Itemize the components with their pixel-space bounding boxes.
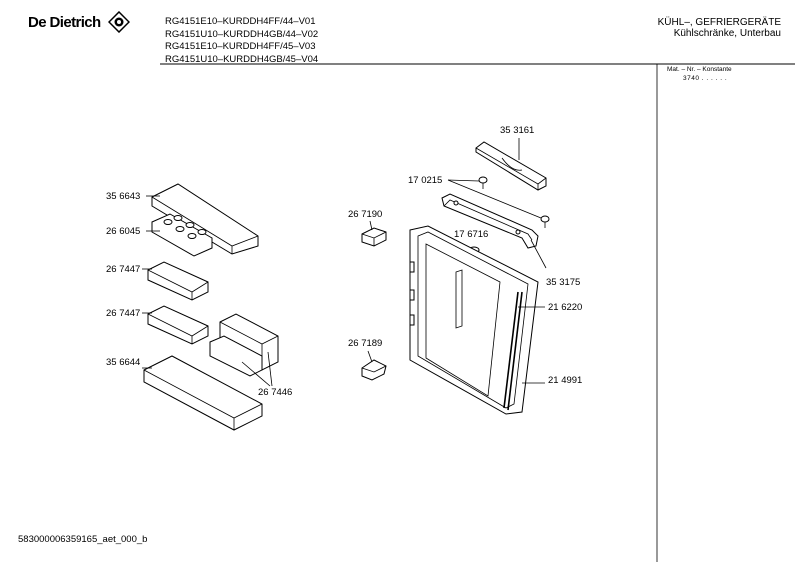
- model-line: RG4151U10–KURDDH4GB/44–V02: [165, 28, 319, 40]
- callout-267447-upper: 26 7447: [106, 264, 141, 275]
- callout-267189: 26 7189: [348, 338, 383, 349]
- brand-logo-icon: [108, 11, 130, 33]
- part-door-assembly: [409, 225, 539, 415]
- part-353175-bracket: [441, 193, 539, 249]
- part-267190-hinge: [361, 227, 387, 247]
- category-title: KÜHL–, GEFRIERGERÄTE Kühlschränke, Unter…: [658, 17, 781, 39]
- callout-267447-lower: 26 7447: [106, 308, 141, 319]
- part-353161-trim: [475, 141, 547, 191]
- part-267446-holder: [209, 313, 279, 377]
- callout-176716: 17 6716: [454, 229, 489, 240]
- callout-267190: 26 7190: [348, 209, 383, 220]
- category-line-1: KÜHL–, GEFRIERGERÄTE: [657, 17, 781, 28]
- callout-353175: 35 3175: [546, 277, 581, 288]
- category-line-2: Kühlschränke, Unterbau: [673, 28, 781, 39]
- material-label: Mat. – Nr. – Konstante: [667, 66, 732, 73]
- part-356644-shelf: [143, 355, 263, 431]
- material-value: 3740 . . . . . .: [683, 75, 728, 82]
- model-list: RG4151E10–KURDDH4FF/44–V01 RG4151U10–KUR…: [165, 16, 318, 66]
- part-267447-box-upper: [147, 261, 209, 301]
- part-266045-egg-tray: [151, 213, 213, 257]
- model-line: RG4151U10–KURDDH4GB/45–V04: [165, 53, 319, 65]
- part-267447-box-lower: [147, 305, 209, 345]
- callout-267446: 26 7446: [258, 387, 293, 398]
- callout-214991: 21 4991: [548, 375, 583, 386]
- callout-356643: 35 6643: [106, 191, 141, 202]
- model-line: RG4151E10–KURDDH4FF/45–V03: [165, 41, 316, 52]
- part-356643-shelf: [151, 183, 259, 255]
- callout-170215: 17 0215: [408, 175, 443, 186]
- callout-266045: 26 6045: [106, 226, 141, 237]
- part-267189-hinge: [361, 359, 387, 381]
- model-line: RG4151E10–KURDDH4FF/44–V01: [165, 16, 316, 27]
- brand-name: De Dietrich: [28, 14, 101, 31]
- callout-216220: 21 6220: [548, 302, 583, 313]
- part-170215-screw: [478, 176, 550, 228]
- callout-353161: 35 3161: [500, 125, 535, 136]
- callout-356644: 35 6644: [106, 357, 141, 368]
- document-id: 583000006359165_aet_000_b: [18, 534, 148, 545]
